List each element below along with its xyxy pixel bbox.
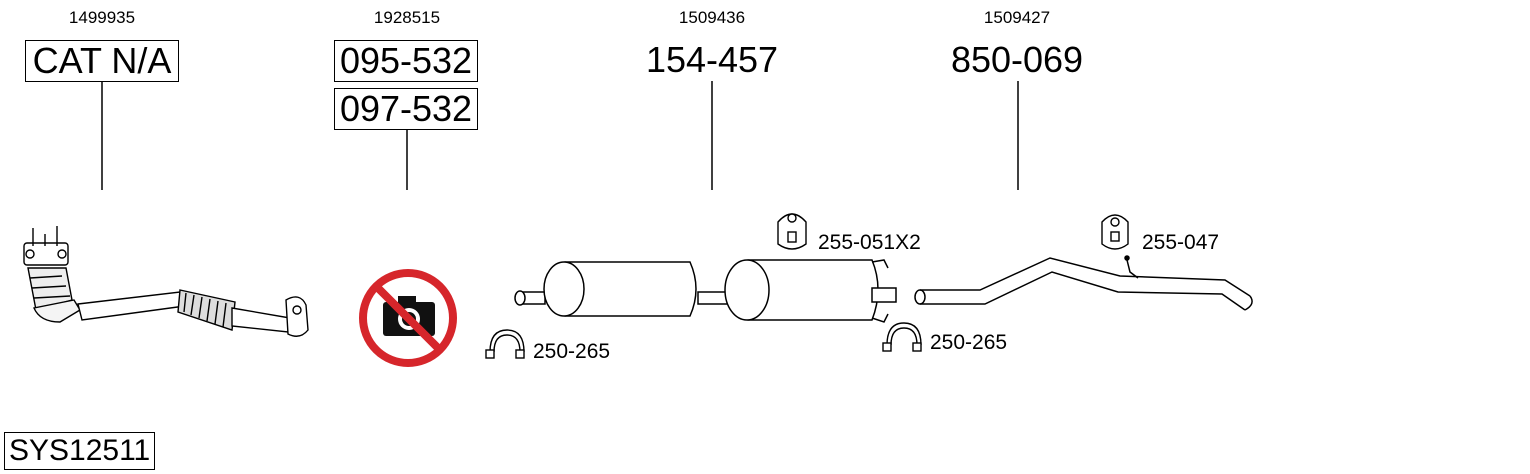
rubber-hanger-icon	[777, 213, 807, 250]
part-ref-2: 1928515	[373, 8, 441, 27]
part-code-2a[interactable]: 095-532	[334, 40, 478, 82]
catalytic-converter-drawing	[23, 226, 309, 337]
part-ref-4: 1509427	[983, 8, 1051, 27]
accessory-label-hanger-2[interactable]: 255-047	[1142, 231, 1220, 254]
accessory-label-clamp-2[interactable]: 250-265	[930, 331, 1008, 354]
part-ref-3: 1509436	[678, 8, 746, 27]
clamp-icon	[882, 322, 922, 352]
accessory-label-clamp-1[interactable]: 250-265	[533, 340, 611, 363]
part-code-3[interactable]: 154-457	[645, 39, 779, 80]
part-code-2b[interactable]: 097-532	[334, 88, 478, 130]
silencer-drawing	[514, 259, 897, 323]
part-code-4[interactable]: 850-069	[950, 39, 1084, 80]
no-photo-icon	[359, 269, 457, 367]
part-code-1[interactable]: CAT N/A	[25, 40, 179, 82]
part-ref-1: 1499935	[68, 8, 136, 27]
tailpipe-drawing	[914, 255, 1253, 311]
accessory-label-hanger-1[interactable]: 255-051X2	[818, 231, 921, 254]
rubber-hanger-icon	[1101, 214, 1129, 250]
system-code: SYS12511	[4, 432, 156, 470]
clamp-icon	[485, 329, 525, 359]
